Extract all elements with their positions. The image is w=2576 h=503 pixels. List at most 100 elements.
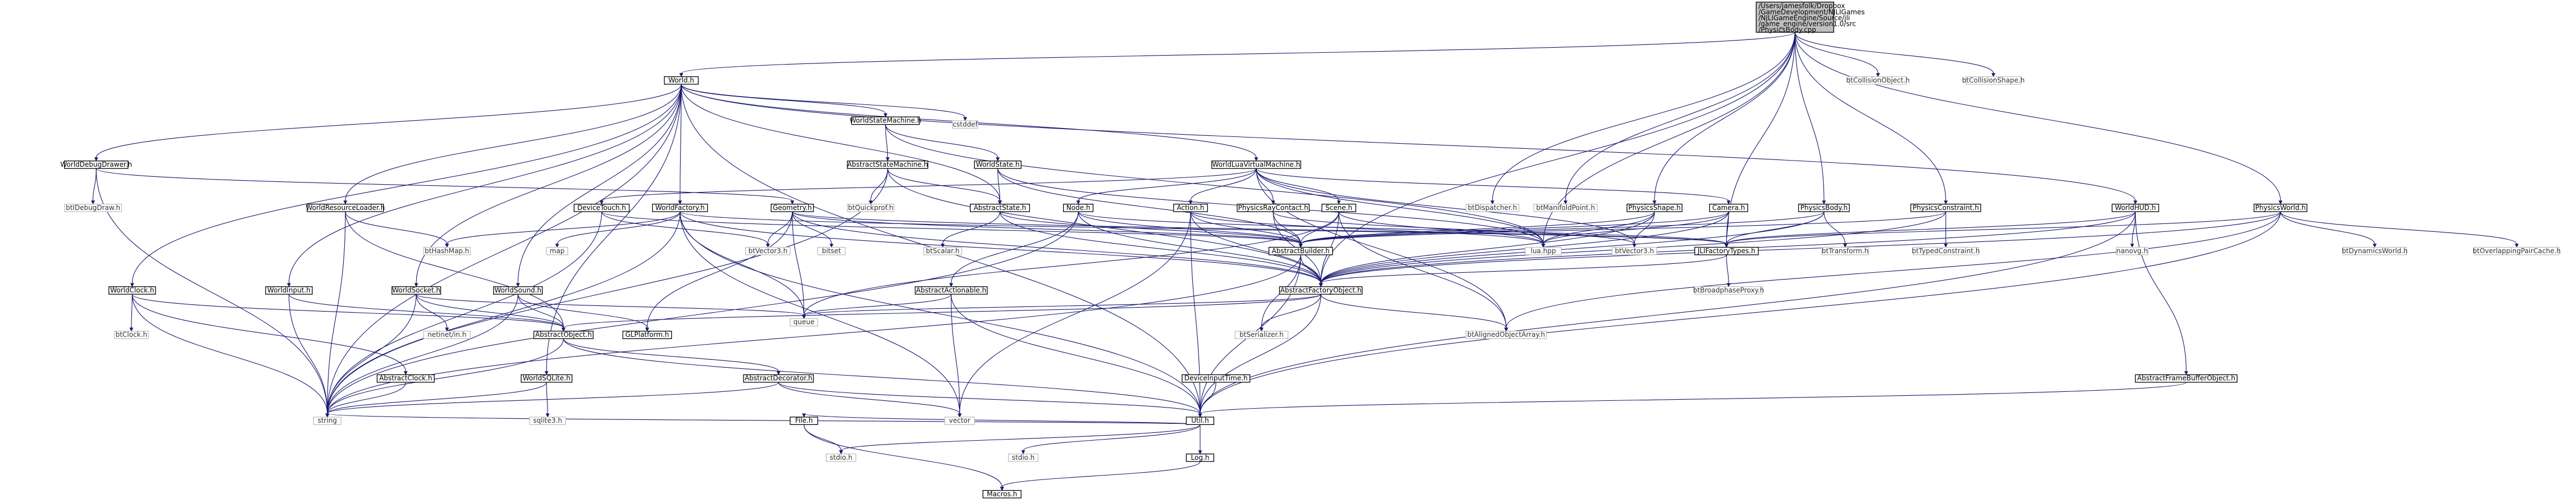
node-worldstate[interactable]: WorldState.h	[974, 161, 1022, 169]
node-box-abstractclock	[376, 374, 435, 383]
node-worldfactory[interactable]: WorldFactory.h	[652, 204, 708, 212]
edge-DeviceTouch-to-string	[327, 212, 602, 414]
node-action[interactable]: Action.h	[1173, 204, 1208, 212]
arrowhead-AbstractFrameBufferObject-to-Util	[1198, 413, 1202, 418]
node-btserializer: btSerializer.h	[1234, 331, 1289, 339]
node-physicsraycontact[interactable]: PhysicsRayContact.h	[1237, 204, 1310, 212]
node-geometry[interactable]: Geometry.h	[770, 203, 814, 212]
node-box-btvector3b	[1611, 246, 1657, 255]
node-physicsworld[interactable]: PhysicsWorld.h	[2253, 204, 2308, 212]
node-label: AbstractObject.h	[535, 331, 592, 339]
edge-Action-to-AbstractBuilder	[1190, 211, 1301, 244]
node-label: queue	[794, 318, 815, 326]
edge-Action-to-luahpp	[1190, 211, 1544, 244]
edge-worldh-to-WorldStateMachine	[681, 84, 886, 114]
edge-WorldResourceLoader-to-string	[327, 212, 346, 414]
edge-DeviceInputTime-to-Util	[1200, 382, 1216, 414]
node-box-vector	[944, 417, 975, 425]
node-map: map	[546, 247, 568, 255]
node-box-worldclock	[108, 286, 156, 295]
node-box-geometry	[770, 203, 814, 212]
edge-WorldLuaVirtualMachine-to-Camera	[1256, 168, 1729, 202]
edge-root-to-PhysicsShape	[1654, 32, 1795, 201]
node-abstractstate[interactable]: AbstractState.h	[970, 204, 1030, 212]
node-box-btcollisionshape	[1965, 76, 2022, 85]
edge-Node-to-AbstractActionable	[951, 212, 1079, 283]
node-physicsshape[interactable]: PhysicsShape.h	[1626, 203, 1683, 212]
arrowhead-root-to-btCollisionShape	[1991, 73, 1996, 77]
node-jlifactorytypes[interactable]: JLIFactoryTypes.h	[1694, 247, 1759, 255]
edge-AbstractBuilder-to-AbstractFactoryObject	[1300, 254, 1321, 283]
arrowhead-WorldSound-to-GLPlatform	[645, 327, 649, 332]
node-abstractclock[interactable]: AbstractClock.h	[376, 374, 435, 383]
node-box-physicsshape	[1626, 203, 1683, 212]
node-macros[interactable]: Macros.h	[982, 490, 1022, 499]
node-label: AbstractActionable.h	[916, 286, 986, 294]
edge-PhysicsRayContact-to-btVector3b	[1273, 211, 1635, 244]
node-abstractactionable[interactable]: AbstractActionable.h	[914, 286, 988, 295]
arrowhead-AbstractBuilder-to-AbstractFactoryObject	[1319, 283, 1323, 287]
node-btmanifoldpoint: btManifoldPoint.h	[1533, 204, 1598, 212]
edge-Node-to-AbstractFactoryObject	[1078, 212, 1321, 283]
node-abstractframebufferobject[interactable]: AbstractFrameBufferObject.h	[2135, 374, 2238, 383]
node-worldstatemachine[interactable]: WorldStateMachine.h	[850, 117, 922, 125]
arrowhead-Geometry-to-btVector3a	[765, 244, 770, 248]
edge-WorldDebugDrawer-to-string	[95, 168, 328, 414]
node-util[interactable]: Util.h	[1186, 417, 1215, 425]
edge-worldh-to-WorldFactory	[680, 84, 682, 201]
node-box-worldhud	[2112, 203, 2159, 212]
edge-root-to-PhysicsBody	[1794, 32, 1825, 201]
node-deviceinputtime[interactable]: DeviceInputTime.h	[1182, 374, 1251, 383]
node-label: btDynamicsWorld.h	[2342, 247, 2408, 255]
node-worlddebugdrawer[interactable]: WorldDebugDrawer.h	[60, 161, 132, 169]
node-queue: queue	[790, 318, 818, 327]
node-worldluavirtualmachine[interactable]: WorldLuaVirtualMachine.h	[1211, 161, 1301, 169]
edge-AbstractDecorator-to-Util	[778, 382, 1201, 414]
edge-worldh-to-AbstractState	[681, 84, 1001, 201]
edge-Log-to-Macros	[1001, 461, 1201, 488]
node-worldh[interactable]: World.h	[664, 76, 699, 85]
node-label-line: /NJLIGameEngine/Source/jli	[1758, 14, 1850, 22]
arrowhead-WorldStateMachine-to-AbstractStateMachine	[886, 157, 890, 162]
node-string: string	[313, 417, 341, 425]
edge-Action-to-AbstractFactoryObject	[1190, 212, 1321, 283]
node-label: WorldSQLite.h	[523, 374, 571, 382]
node-scene[interactable]: Scene.h	[1321, 204, 1356, 212]
edge-worldh-to-cstddef	[681, 84, 966, 118]
node-box-sqlite3	[529, 417, 566, 425]
node-devicetouch[interactable]: DeviceTouch.h	[573, 204, 630, 212]
node-label: AbstractFactoryObject.h	[1280, 286, 1362, 294]
node-abstractobject[interactable]: AbstractObject.h	[533, 331, 594, 339]
node-worldclock[interactable]: WorldClock.h	[108, 286, 156, 295]
node-file[interactable]: File.h	[790, 417, 818, 425]
edge-Scene-to-queue	[804, 212, 1339, 315]
node-box-btvector3a	[745, 246, 791, 255]
node-worldsound[interactable]: WorldSound.h	[493, 286, 543, 295]
node-worldinput[interactable]: WorldInput.h	[265, 286, 313, 295]
node-box-worldstate	[974, 161, 1022, 169]
node-abstractdecorator[interactable]: AbstractDecorator.h	[743, 374, 814, 383]
arrowhead-worldh-to-WorldFactory	[678, 200, 682, 205]
edge-WorldState-to-AbstractState	[997, 168, 1001, 201]
node-physicsconstraint[interactable]: PhysicsConstraint.h	[1910, 204, 1981, 212]
node-worldsqlite[interactable]: WorldSQLite.h	[521, 374, 573, 383]
node-glplatform[interactable]: GLPlatform.h	[622, 331, 672, 339]
graph-nodes: /Users/jamesfolk/Dropbox/GameDevelopment…	[60, 2, 2561, 499]
node-physicsbody[interactable]: PhysicsBody.h	[1798, 204, 1850, 212]
node-worldsocket[interactable]: WorldSocket.h	[391, 286, 441, 295]
node-log[interactable]: Log.h	[1186, 454, 1215, 462]
node-label: btAlignedObjectArray.h	[1467, 331, 1545, 339]
node-abstractstatemachine[interactable]: AbstractStateMachine.h	[847, 161, 928, 169]
node-abstractfactoryobject[interactable]: AbstractFactoryObject.h	[1279, 286, 1363, 295]
arrowhead-AbstractDecorator-to-vector	[958, 413, 962, 418]
node-abstractbuilder[interactable]: AbstractBuilder.h	[1268, 247, 1333, 255]
node-root[interactable]: /Users/jamesfolk/Dropbox/GameDevelopment…	[1756, 2, 1865, 34]
node-worldresourceloader[interactable]: WorldResourceLoader.h	[306, 204, 385, 212]
edge-AbstractActionable-to-Util	[951, 294, 1201, 414]
node-box-abstractobject	[533, 331, 594, 339]
node-camera[interactable]: Camera.h	[1709, 204, 1748, 212]
node-box-node	[1063, 203, 1094, 212]
node-box-netinetin	[423, 331, 471, 339]
node-worldhud[interactable]: WorldHUD.h	[2112, 204, 2159, 212]
node-node[interactable]: Node.h	[1063, 203, 1094, 212]
